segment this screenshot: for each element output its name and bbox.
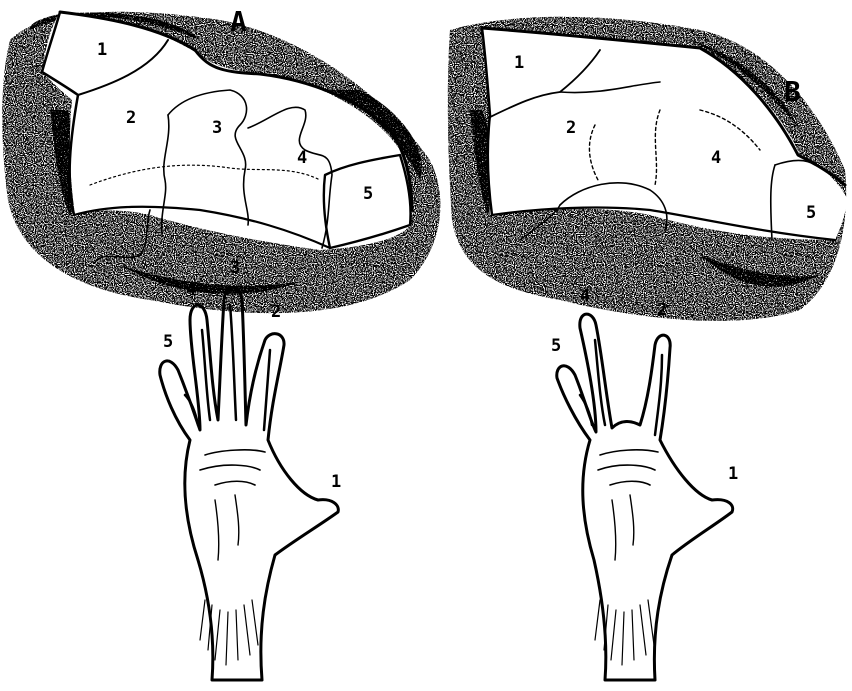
hand-b-palm-creases [598, 450, 658, 485]
hand-a-palm-creases [200, 450, 265, 485]
hand-b-illustration [557, 314, 733, 680]
hand-a-illustration [160, 287, 339, 680]
hand-b-finger-5-label: 5 [551, 338, 561, 355]
panel-a-region-3-label: 3 [212, 120, 222, 137]
hand-b-palm-lines [612, 495, 634, 560]
hand-a-finger-4-label: 4 [186, 282, 196, 299]
hand-a-finger-5-label: 5 [163, 334, 173, 351]
panel-b-brain-map [448, 17, 848, 321]
hand-b-finger-2-label: 2 [657, 302, 667, 319]
hand-a-outline [160, 287, 339, 680]
panel-a-letter: A [230, 8, 247, 36]
panel-a-region-1-label: 1 [97, 42, 107, 59]
hand-a-palm-lines [215, 495, 239, 560]
hand-a-finger-1-label: 1 [331, 474, 341, 491]
hand-b-outline [557, 314, 733, 680]
panel-a-brain-map [2, 12, 440, 313]
panel-b-region-4-label: 4 [711, 150, 721, 167]
panel-a-region-4-label: 4 [297, 150, 307, 167]
panel-b-region-2-label: 2 [566, 120, 576, 137]
panel-b-letter: B [784, 78, 801, 106]
panel-b-region-5-label: 5 [806, 205, 816, 222]
hand-a-finger-3-label: 3 [230, 260, 240, 277]
hand-b-finger-4-label: 4 [580, 288, 590, 305]
panel-a-region-5-label: 5 [363, 186, 373, 203]
panel-b-region-1-label: 1 [514, 55, 524, 72]
panel-a-region-2-label: 2 [126, 110, 136, 127]
hand-a-finger-2-label: 2 [271, 304, 281, 321]
hand-b-finger-1-label: 1 [728, 466, 738, 483]
